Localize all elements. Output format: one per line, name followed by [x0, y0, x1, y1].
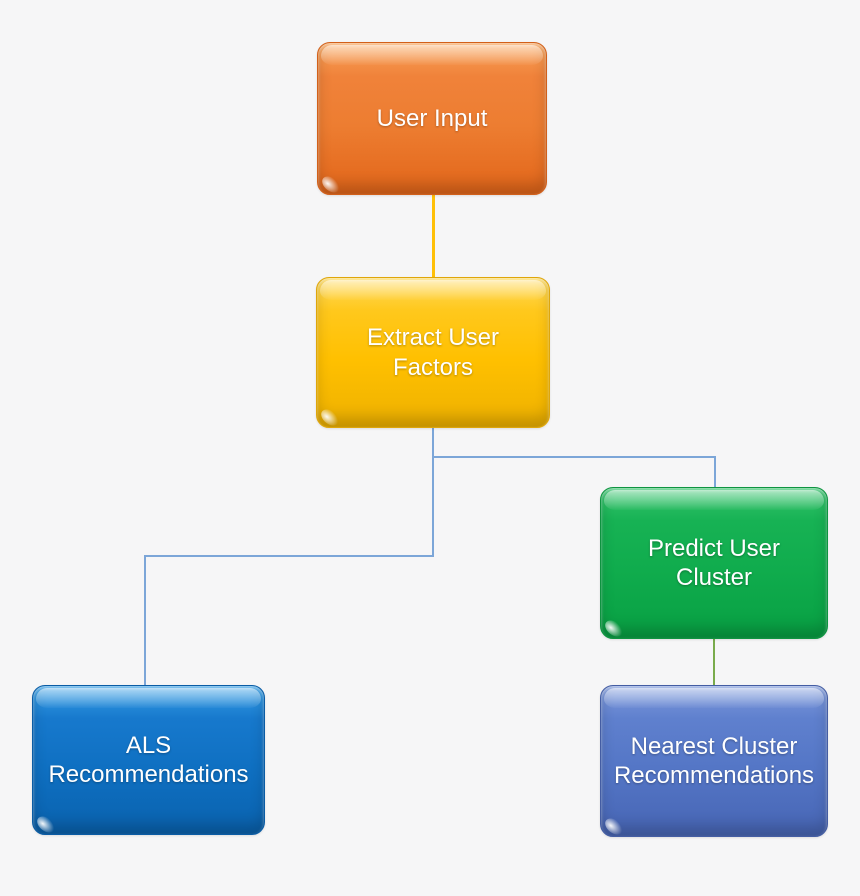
node-label: Predict User Cluster — [647, 534, 781, 591]
node-user-input: User Input — [317, 42, 547, 195]
connector-branch-left-horizontal — [144, 555, 433, 557]
node-nearest-cluster-recommendations: Nearest Cluster Recommendations — [600, 685, 828, 837]
node-extract-user-factors: Extract User Factors — [316, 277, 550, 428]
node-label: Extract User Factors — [366, 324, 500, 381]
connector-predict-user-cluster-to-nearest-cluster — [713, 639, 715, 686]
connector-branch-left-to-als-recommendations — [144, 555, 146, 686]
connector-branch-right-horizontal — [433, 456, 715, 458]
node-predict-user-cluster: Predict User Cluster — [600, 487, 828, 639]
node-als-recommendations: ALS Recommendations — [32, 685, 265, 835]
connector-user-input-to-extract-user-factors — [432, 195, 435, 278]
node-label: Nearest Cluster Recommendations — [613, 732, 815, 789]
node-label: ALS Recommendations — [48, 731, 249, 788]
connector-extract-user-factors-stem — [432, 428, 434, 557]
node-label: User Input — [376, 104, 488, 132]
connector-branch-right-to-predict-user-cluster — [714, 456, 716, 488]
